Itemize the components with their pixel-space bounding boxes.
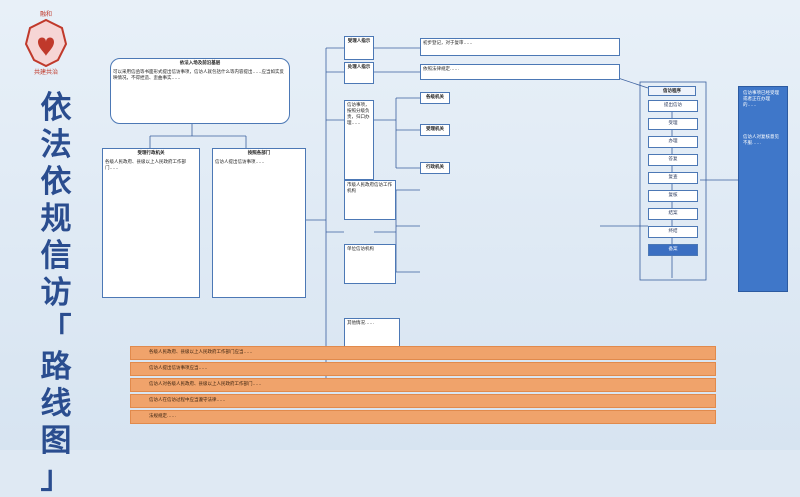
bottom-bar-3: 信访人对各级人民政府、县级以上人民政府工作部门…… — [130, 378, 716, 392]
mid-receive-box: 按照各部门 信访人提出信访事项…… — [212, 148, 306, 298]
bottom-bar-5: 法规规定…… — [130, 410, 716, 424]
section-label-2: 受理机关 — [420, 124, 450, 136]
bottom-bar-2: 信访人提出信访事项应当…… — [130, 362, 716, 376]
top-right-text-1: 初步登记，对于复审…… — [420, 38, 620, 56]
logo-bottom-text: 共建共治 — [34, 68, 58, 76]
section-label-3: 行政机关 — [420, 162, 450, 174]
flow-step-8: 终结 — [648, 226, 698, 238]
flow-step-9: 备案 — [648, 244, 698, 256]
flow-step-2: 受理 — [648, 118, 698, 130]
flow-step-3: 办理 — [648, 136, 698, 148]
bottom-bar-1: 各级人民政府、县级以上人民政府工作部门应当…… — [130, 346, 716, 360]
section-label-1: 各级机关 — [420, 92, 450, 104]
center-main-box: 信访事项，按照分级负责，归口办理…… — [344, 100, 374, 180]
flow-step-7: 结案 — [648, 208, 698, 220]
flow-step-6: 复核 — [648, 190, 698, 202]
main-title: 依 法 依 规 信 访 「 路 线 图 」 — [40, 90, 72, 496]
left-label-2: 单位信访机构 — [344, 244, 396, 284]
left-label-1: 市级人民政府信访工作机构 — [344, 180, 396, 220]
flow-step-5: 复查 — [648, 172, 698, 184]
right-panel-text-2: 信访人对复核意见不服…… — [743, 135, 779, 146]
bottom-bar-4: 信访人在信访过程中应当遵守法律…… — [130, 394, 716, 408]
bubble-1: 受理人指示 — [344, 36, 374, 60]
top-left-box: 依法入场及前沿基层 可以采用信函等书面形式提出信访事项，信访人就包括什么等内容提… — [110, 58, 290, 124]
logo-top-text: 融和 — [40, 10, 52, 18]
left-receive-box: 受理行政机关 各级人民政府、县级以上人民政府工作部门…… — [102, 148, 200, 298]
flow-title: 信访程序 — [648, 86, 696, 96]
logo: 融和 共建共治 — [24, 10, 68, 76]
right-panel-text-1: 信访事项已经受理或者正在办理的…… — [743, 91, 779, 108]
flow-step-4: 答复 — [648, 154, 698, 166]
flow-step-1: 提出信访 — [648, 100, 698, 112]
top-right-text-2: 依照法律规定…… — [420, 64, 620, 80]
right-info-panel: 信访事项已经受理或者正在办理的…… 信访人对复核意见不服…… — [738, 86, 788, 292]
bubble-2: 处理人指示 — [344, 62, 374, 84]
